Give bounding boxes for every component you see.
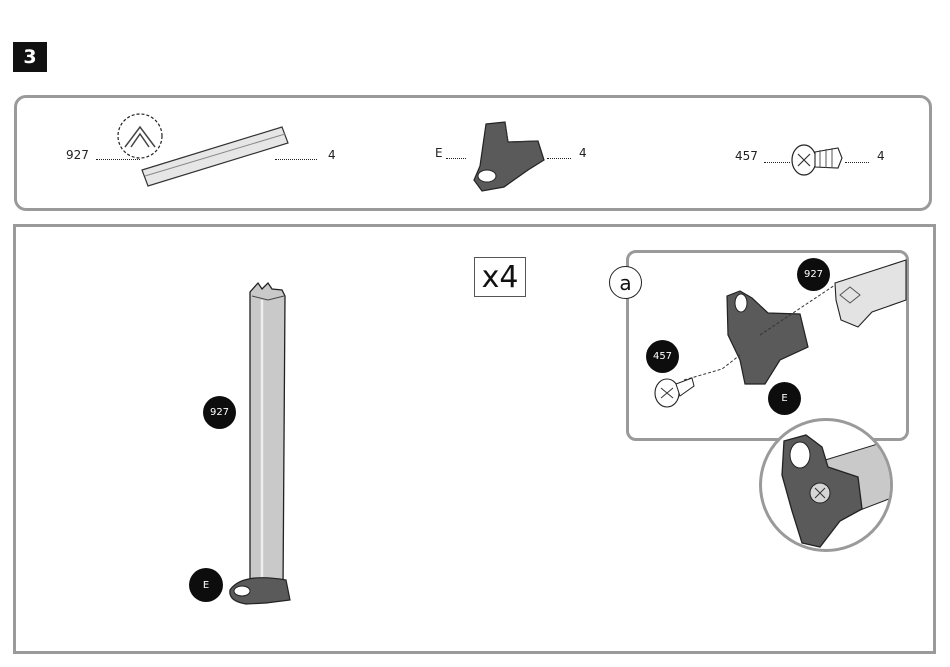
zoom-detail-circle: [759, 418, 893, 552]
callout-detail-927: 927: [797, 258, 830, 291]
callout-detail-457: 457: [646, 340, 679, 373]
detail-label-a: a: [609, 266, 642, 299]
callout-detail-e: E: [768, 382, 801, 415]
